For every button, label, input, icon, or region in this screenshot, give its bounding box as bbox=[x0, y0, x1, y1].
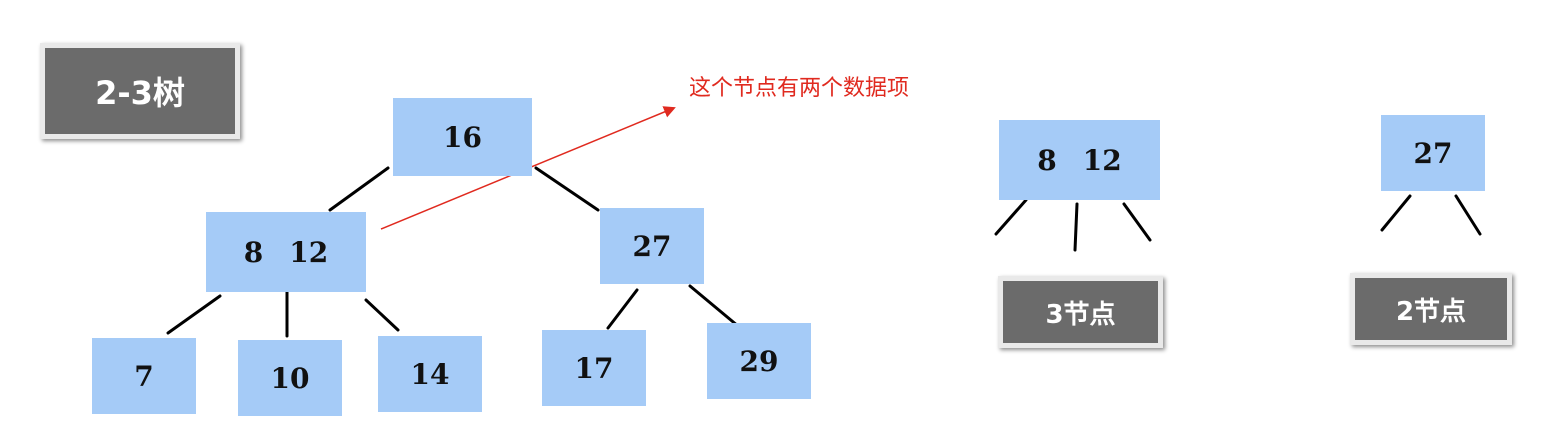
edge-3node-right bbox=[1122, 202, 1152, 242]
node-key: 7 bbox=[134, 359, 154, 393]
node-key: 16 bbox=[443, 120, 482, 154]
leaf-node: 29 bbox=[707, 323, 811, 399]
edge-3node-left bbox=[994, 198, 1028, 236]
node-key: 12 bbox=[1082, 143, 1122, 177]
example-2node: 27 bbox=[1381, 115, 1485, 191]
node-key: 14 bbox=[410, 357, 450, 391]
edge-27-to-17 bbox=[606, 288, 639, 330]
leaf-node: 17 bbox=[542, 330, 646, 406]
edge-8-12-to-14 bbox=[364, 298, 400, 332]
node-key: 27 bbox=[632, 229, 672, 263]
leaf-node: 10 bbox=[238, 340, 342, 416]
label-2node: 2节点 bbox=[1350, 273, 1512, 345]
node-key: 8 bbox=[1037, 143, 1057, 177]
example-3node: 8 12 bbox=[999, 120, 1160, 200]
edge-2node-right bbox=[1454, 194, 1482, 236]
node-key: 27 bbox=[1413, 136, 1453, 170]
node-key: 17 bbox=[574, 351, 614, 385]
label-3node-text: 3节点 bbox=[1045, 299, 1116, 330]
edge-3node-middle bbox=[1073, 202, 1079, 252]
node-key: 8 bbox=[243, 235, 264, 269]
title-badge: 2-3树 bbox=[40, 43, 240, 139]
node-key: 10 bbox=[270, 361, 310, 395]
label-3node: 3节点 bbox=[998, 276, 1163, 348]
leaf-node: 14 bbox=[378, 336, 482, 412]
label-2node-text: 2节点 bbox=[1395, 296, 1467, 327]
node-key: 29 bbox=[739, 344, 779, 378]
node-left-3node: 8 12 bbox=[206, 212, 366, 292]
node-root: 16 bbox=[393, 98, 532, 176]
edge-16-to-8-12 bbox=[328, 166, 390, 212]
edge-2node-left bbox=[1380, 194, 1412, 232]
edge-16-to-27 bbox=[534, 166, 600, 212]
leaf-node: 7 bbox=[92, 338, 196, 414]
annotation-text: 这个节点有两个数据项 bbox=[689, 76, 910, 101]
node-key: 12 bbox=[289, 235, 329, 269]
edge-8-12-to-7 bbox=[166, 294, 222, 335]
title-badge-text: 2-3树 bbox=[95, 74, 185, 112]
edge-27-to-29 bbox=[688, 284, 740, 328]
node-right-2node: 27 bbox=[600, 208, 704, 284]
